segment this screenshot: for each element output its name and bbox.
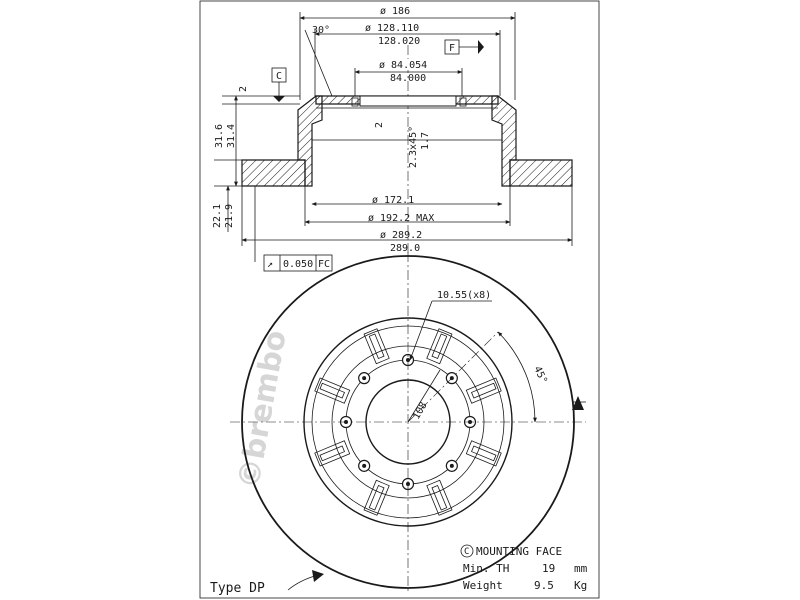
pcd-leader: [407, 369, 441, 423]
vane-inner: [431, 485, 448, 511]
angle-30-line: [304, 29, 333, 97]
datum-c-face-icon: [572, 396, 584, 410]
weight-label: Weight: [463, 579, 503, 592]
hub-bore: [359, 95, 457, 107]
vane-outline: [465, 377, 502, 404]
vane-inner: [319, 445, 345, 462]
flange-left: [241, 159, 306, 187]
hat-inner-outline: [311, 124, 503, 186]
dim-h2-inner: 2: [374, 122, 385, 128]
min-th-value: 19: [542, 562, 555, 575]
bolt-hole-centre: [362, 463, 367, 468]
hole-note: 10.55(x8): [437, 290, 491, 301]
vane-inner: [368, 485, 385, 511]
vane-outline: [465, 440, 502, 467]
bolt-hole-centre: [362, 376, 367, 381]
tolerance-ref: FC: [318, 259, 330, 270]
dim-172-1: ø 172.1: [372, 195, 414, 206]
watermark-text: ©brembo: [231, 328, 293, 492]
vane-outline: [426, 328, 453, 365]
dim-h2-top: 2: [238, 86, 249, 92]
runout-icon: ↗: [267, 259, 273, 270]
dim-31-6: 31.6: [214, 124, 225, 148]
vane-outline: [363, 328, 390, 365]
vane-inner: [319, 382, 345, 399]
type-label: Type DP: [210, 581, 265, 596]
datum-f-arrow-icon: [478, 40, 484, 54]
dim-1-7: 1.7: [420, 132, 431, 150]
vane-inner: [471, 382, 497, 399]
section-view: ø 186 ø 128.110 128.020 30° F ø 84.054 8…: [212, 5, 573, 272]
vane: [426, 479, 453, 516]
dim-289-2: ø 289.2: [380, 230, 422, 241]
rotation-arrowhead-icon: [312, 570, 324, 582]
dim-128-020: 128.020: [378, 36, 420, 47]
datum-f: F: [449, 43, 455, 54]
vane-outline: [314, 440, 351, 467]
vane-inner: [431, 333, 448, 359]
bolt-hole-centre: [449, 463, 454, 468]
vane-inner: [471, 445, 497, 462]
datum-c-arrow-icon: [273, 96, 285, 102]
dim-angle-30: 30°: [312, 25, 330, 36]
dim-84-054: ø 84.054: [379, 60, 427, 71]
vane: [314, 440, 351, 467]
angle-45: 45°: [531, 365, 549, 386]
datum-c: C: [276, 71, 282, 82]
vane-outline: [314, 377, 351, 404]
notes-block: C MOUNTING FACE Min. TH 19 mm Weight 9.5…: [460, 544, 588, 592]
vane: [314, 377, 351, 404]
drawing-frame: [199, 0, 600, 599]
vane-outline: [426, 479, 453, 516]
dim-22-1: 22.1: [212, 204, 223, 228]
weight-unit: Kg: [574, 579, 587, 592]
mounting-face-symbol-ring: [460, 544, 474, 558]
tolerance-value: 0.050: [283, 259, 313, 270]
hole-note-leader: [409, 300, 433, 361]
top-slot-right: [459, 97, 467, 107]
dim-31-4: 31.4: [226, 124, 237, 148]
mounting-face-symbol: C: [464, 547, 469, 557]
min-th-label: Min. TH: [463, 562, 509, 575]
dim-186: ø 186: [380, 6, 410, 17]
dim-192-2: ø 192.2 MAX: [368, 213, 434, 224]
vane: [465, 377, 502, 404]
dim-21-9: 21.9: [224, 204, 235, 228]
mounting-face-label: MOUNTING FACE: [476, 545, 562, 558]
dim-128-110: ø 128.110: [365, 23, 419, 34]
min-th-unit: mm: [574, 562, 588, 575]
vane: [465, 440, 502, 467]
cooling-vanes: [314, 328, 502, 516]
bolt-hole-centre: [406, 482, 410, 486]
dim-chamfer: 2.3x45°: [408, 126, 419, 168]
top-slot-left: [351, 97, 359, 107]
plan-view: 45° 10.55(x8) 108: [230, 252, 586, 592]
vane-outline: [363, 479, 390, 516]
weight-value: 9.5: [534, 579, 554, 592]
vane: [363, 328, 390, 365]
dim-289-0: 289.0: [390, 243, 420, 254]
dim-84-000: 84.000: [390, 73, 426, 84]
vane-inner: [368, 333, 385, 359]
vane: [426, 328, 453, 365]
plan-centre-line-45: [407, 331, 499, 423]
tolerance-frame: [263, 254, 333, 272]
vane: [363, 479, 390, 516]
flange-right: [509, 159, 573, 187]
angle-45-arc: [497, 331, 537, 423]
